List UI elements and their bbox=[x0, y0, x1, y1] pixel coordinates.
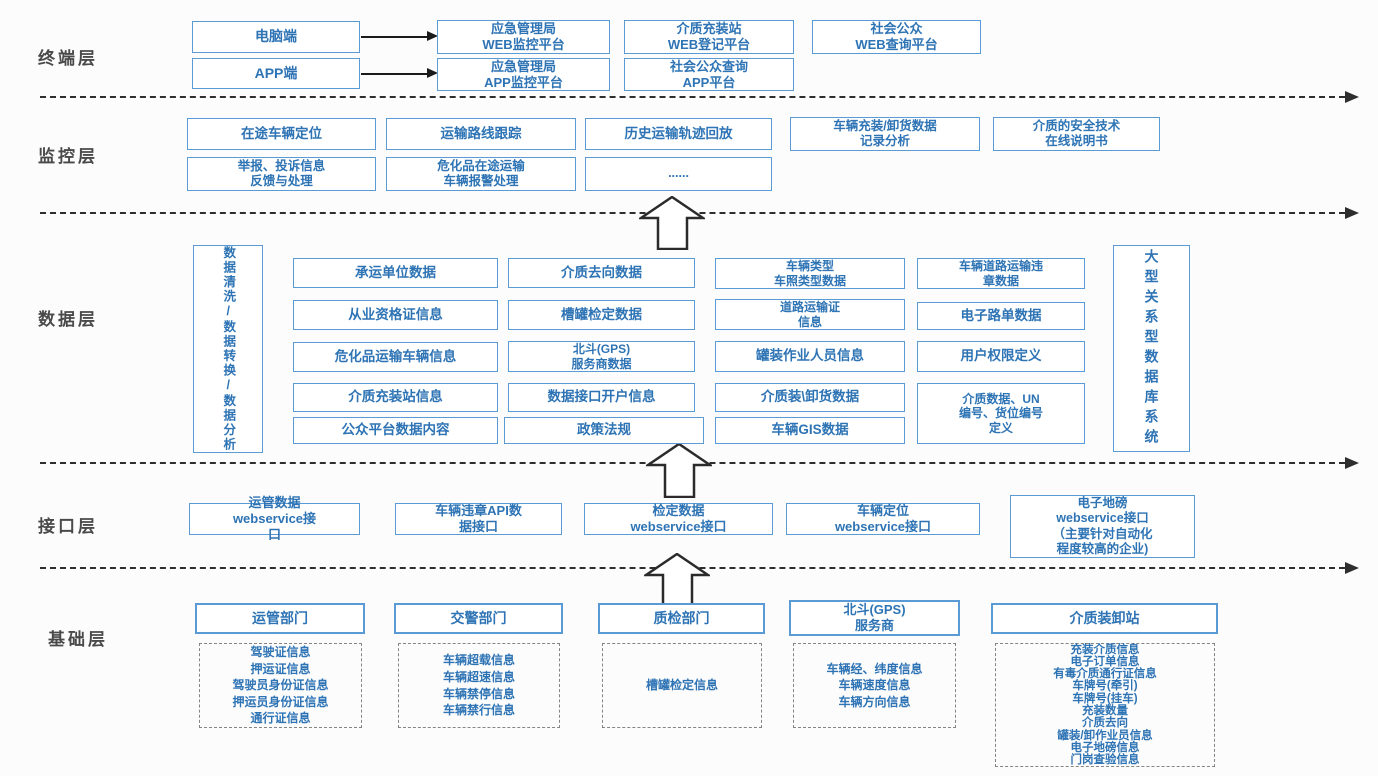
data-item-box: 北斗(GPS) 服务商数据 bbox=[508, 341, 695, 372]
base-group-title: 交警部门 bbox=[394, 603, 563, 634]
data-item-box: 数据接口开户信息 bbox=[508, 383, 695, 412]
base-group-title: 介质装卸站 bbox=[991, 603, 1218, 634]
data-item-box: 槽罐检定数据 bbox=[508, 300, 695, 330]
data-item-box: 用户权限定义 bbox=[917, 341, 1085, 372]
terminal-platform-web-query-box: 社会公众 WEB查询平台 bbox=[812, 20, 981, 54]
base-group-title: 质检部门 bbox=[598, 603, 765, 634]
terminal-platform-app-monitor-box: 应急管理局 APP监控平台 bbox=[437, 58, 610, 91]
interface-webservice-box: 运管数据 webservice接 口 bbox=[189, 495, 360, 542]
base-group-items: 槽罐检定信息 bbox=[602, 643, 762, 728]
base-group-title: 运管部门 bbox=[195, 603, 365, 634]
interface-weighbridge-box: 电子地磅 webservice接口 （主要针对自动化 程度较高的企业) bbox=[1010, 495, 1195, 558]
up-flow-arrow-data bbox=[646, 443, 712, 498]
app-to-app-platform-arrow bbox=[361, 68, 438, 78]
base-group-items: 车辆超载信息 车辆超速信息 车辆禁停信息 车辆禁行信息 bbox=[398, 643, 560, 728]
monitoring-function-box: 车辆充装/卸货数据 记录分析 bbox=[790, 117, 980, 151]
interface-webservice-box: 检定数据 webservice接口 bbox=[584, 503, 773, 535]
layer-label-monitoring: 监控层 bbox=[38, 147, 98, 166]
data-item-box: 政策法规 bbox=[504, 417, 704, 444]
layer-divider-1 bbox=[40, 91, 1359, 103]
monitoring-more-box: ...... bbox=[585, 157, 772, 191]
monitoring-function-box: 介质的安全技术 在线说明书 bbox=[993, 117, 1160, 151]
pc-to-web-platform-arrow bbox=[361, 31, 438, 41]
data-item-box: 从业资格证信息 bbox=[293, 300, 498, 330]
data-item-box: 介质充装站信息 bbox=[293, 383, 498, 412]
data-item-box: 车辆类型 车照类型数据 bbox=[715, 258, 905, 289]
base-group-title: 北斗(GPS) 服务商 bbox=[789, 600, 960, 636]
base-group-items: 驾驶证信息 押运证信息 驾驶员身份证信息 押运员身份证信息 通行证信息 bbox=[199, 643, 362, 728]
terminal-platform-app-public-box: 社会公众查询 APP平台 bbox=[624, 58, 794, 91]
data-item-box: 公众平台数据内容 bbox=[293, 417, 498, 444]
interface-api-box: 车辆违章API数 据接口 bbox=[395, 503, 562, 535]
data-item-box: 介质数据、UN 编号、货位编号 定义 bbox=[917, 383, 1085, 444]
base-group-items: 车辆经、纬度信息 车辆速度信息 车辆方向信息 bbox=[793, 643, 956, 728]
monitoring-function-box: 危化品在途运输 车辆报警处理 bbox=[386, 157, 576, 191]
base-group-items: 充装介质信息 电子订单信息 有毒介质通行证信息 车牌号(牵引) 车牌号(挂车) … bbox=[995, 643, 1215, 767]
terminal-platform-web-register-box: 介质充装站 WEB登记平台 bbox=[624, 20, 794, 54]
data-process-vertical-box: 数据清洗/数据转换/数据分析 bbox=[193, 245, 263, 453]
monitoring-function-box: 运输路线跟踪 bbox=[386, 118, 576, 150]
data-item-box: 电子路单数据 bbox=[917, 302, 1085, 330]
data-item-box: 危化品运输车辆信息 bbox=[293, 342, 498, 372]
data-item-box: 车辆GIS数据 bbox=[715, 417, 905, 444]
database-system-vertical-box: 大型关系型数据库系统 bbox=[1113, 245, 1190, 452]
terminal-platform-web-monitor-box: 应急管理局 WEB监控平台 bbox=[437, 20, 610, 54]
data-item-box: 介质装\卸货数据 bbox=[715, 383, 905, 412]
data-item-box: 罐装作业人员信息 bbox=[715, 341, 905, 372]
data-item-box: 承运单位数据 bbox=[293, 258, 498, 288]
layer-label-data: 数据层 bbox=[38, 310, 98, 329]
monitoring-function-box: 在途车辆定位 bbox=[187, 118, 376, 150]
data-item-box: 介质去向数据 bbox=[508, 258, 695, 288]
terminal-client-app-box: APP端 bbox=[192, 58, 360, 89]
monitoring-function-box: 历史运输轨迹回放 bbox=[585, 118, 772, 150]
layer-label-interface: 接口层 bbox=[38, 517, 98, 536]
layer-label-terminal: 终端层 bbox=[38, 49, 98, 68]
monitoring-function-box: 举报、投诉信息 反馈与处理 bbox=[187, 157, 376, 191]
data-item-box: 车辆道路运输违 章数据 bbox=[917, 258, 1085, 289]
data-item-box: 道路运输证 信息 bbox=[715, 299, 905, 330]
layer-label-base: 基础层 bbox=[48, 630, 108, 649]
interface-webservice-box: 车辆定位 webservice接口 bbox=[786, 503, 980, 535]
terminal-client-pc-box: 电脑端 bbox=[192, 21, 360, 53]
up-flow-arrow-monitoring bbox=[639, 196, 705, 250]
up-flow-arrow-interface bbox=[644, 553, 710, 609]
